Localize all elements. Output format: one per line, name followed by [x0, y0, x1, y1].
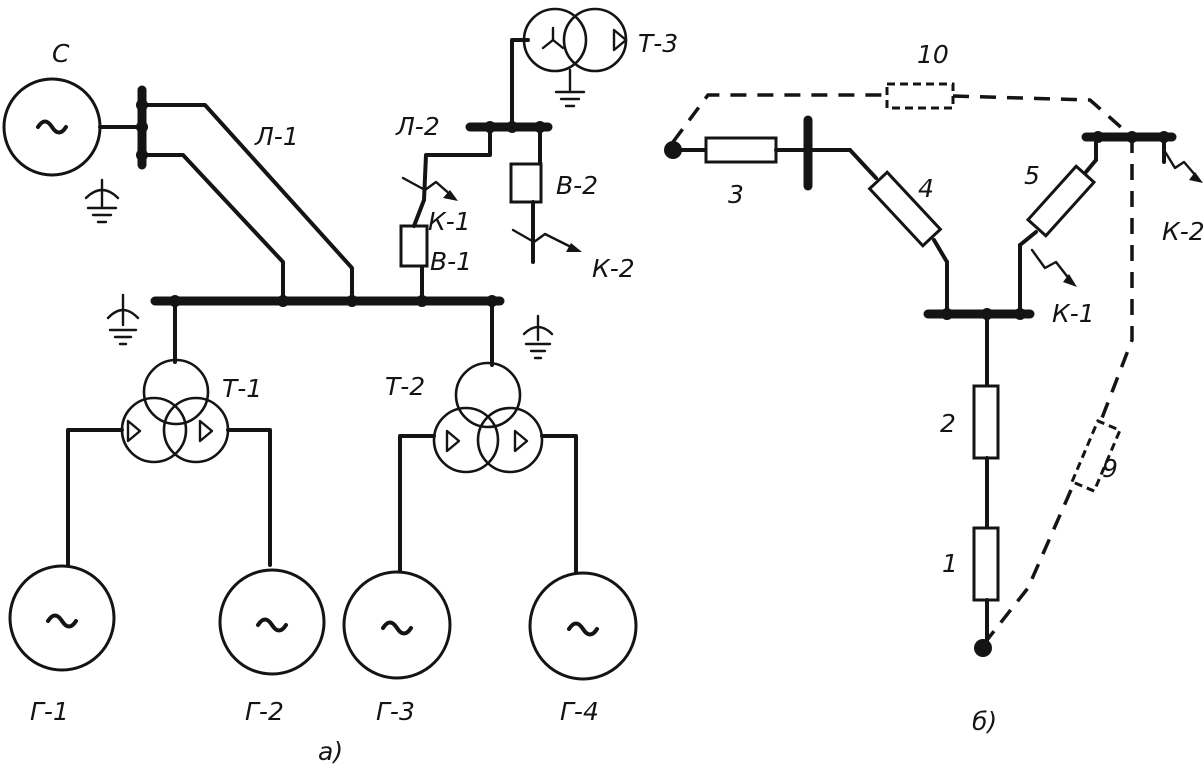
delta-winding-icon [612, 28, 628, 52]
breaker-b2 [509, 162, 543, 204]
sine-icon [381, 620, 413, 636]
fault-k1-arrow [1030, 248, 1077, 287]
caption-b: б) [972, 707, 997, 736]
fault-k2-arrow [511, 228, 582, 252]
breaker-b1 [399, 224, 429, 268]
generator-g1-label: Г-1 [30, 697, 69, 726]
star-winding-icon [541, 26, 565, 50]
element-2 [972, 384, 1000, 460]
element-3-label: 3 [728, 180, 744, 209]
system-label: С [52, 39, 70, 68]
element-3 [704, 136, 778, 164]
element-5-label: 5 [1024, 161, 1040, 190]
breaker-b1-label: В-1 [430, 247, 472, 276]
diagram-b: 10 3 4 5 К-2 К-1 2 9 1 б) [664, 40, 1204, 736]
line-l1-label: Л-1 [254, 122, 299, 151]
fault-k1-label: К-1 [428, 207, 471, 236]
sine-icon [36, 119, 68, 135]
dashed-branch-top-right [952, 94, 1134, 139]
system-source [2, 77, 148, 224]
transformer-t2-label: Т-2 [385, 372, 425, 401]
main-busbar [150, 295, 505, 307]
fault-k2-label-b: К-2 [1162, 217, 1204, 246]
dashed-branch-right [1100, 137, 1134, 419]
ground-icon [84, 178, 120, 224]
generator-g3-label: Г-3 [376, 697, 415, 726]
sine-icon [256, 617, 288, 633]
diagram-a: С Л-1 Л-2 Т-3 В-2 В-1 К-1 К-2 Т-1 Т-2 Г-… [2, 7, 678, 766]
element-4-label: 4 [918, 174, 934, 203]
ground-icon [106, 293, 140, 346]
element-2-label: 2 [940, 409, 956, 438]
delta-winding-icon [126, 419, 142, 443]
line-l2 [399, 38, 553, 303]
fault-k2-arrow [1162, 148, 1203, 183]
dashed-branch-top [671, 93, 887, 144]
generator-g2-label: Г-2 [245, 697, 284, 726]
delta-winding-icon [445, 429, 461, 453]
delta-winding-icon [513, 429, 529, 453]
dashed-branch-bottom [985, 489, 1073, 642]
line-l2-label: Л-2 [395, 112, 440, 141]
sine-icon [46, 613, 78, 629]
element-1-label: 1 [942, 549, 958, 578]
transformer-t2 [398, 299, 578, 577]
generator-g4 [528, 571, 638, 681]
generator-g4-label: Г-4 [560, 697, 599, 726]
element-5 [1025, 164, 1097, 238]
sine-icon [567, 621, 599, 637]
generator-g1 [8, 564, 116, 672]
generator-g3 [342, 570, 452, 680]
delta-winding-icon [198, 419, 214, 443]
fault-k1-arrow [401, 176, 458, 201]
element-9-label: 9 [1102, 454, 1118, 483]
ground-icon [554, 90, 586, 108]
fault-k1-label-b: К-1 [1052, 299, 1095, 328]
transformer-t3 [522, 7, 628, 108]
transformer-t1 [66, 293, 272, 567]
element-4 [867, 170, 943, 248]
element-9 [1070, 418, 1122, 494]
caption-a: а) [318, 737, 343, 766]
element-1 [972, 526, 1000, 602]
transformer-t1-label: Т-1 [222, 374, 262, 403]
transformer-t3-label: Т-3 [638, 29, 678, 58]
line-l1 [140, 103, 354, 303]
fault-k2-label: К-2 [592, 254, 635, 283]
ground-icon [522, 314, 554, 360]
generator-g2 [218, 568, 326, 676]
element-10-label: 10 [917, 40, 949, 69]
node-source-bottom [974, 639, 992, 657]
breaker-b2-label: В-2 [556, 171, 598, 200]
element-10 [885, 82, 955, 110]
